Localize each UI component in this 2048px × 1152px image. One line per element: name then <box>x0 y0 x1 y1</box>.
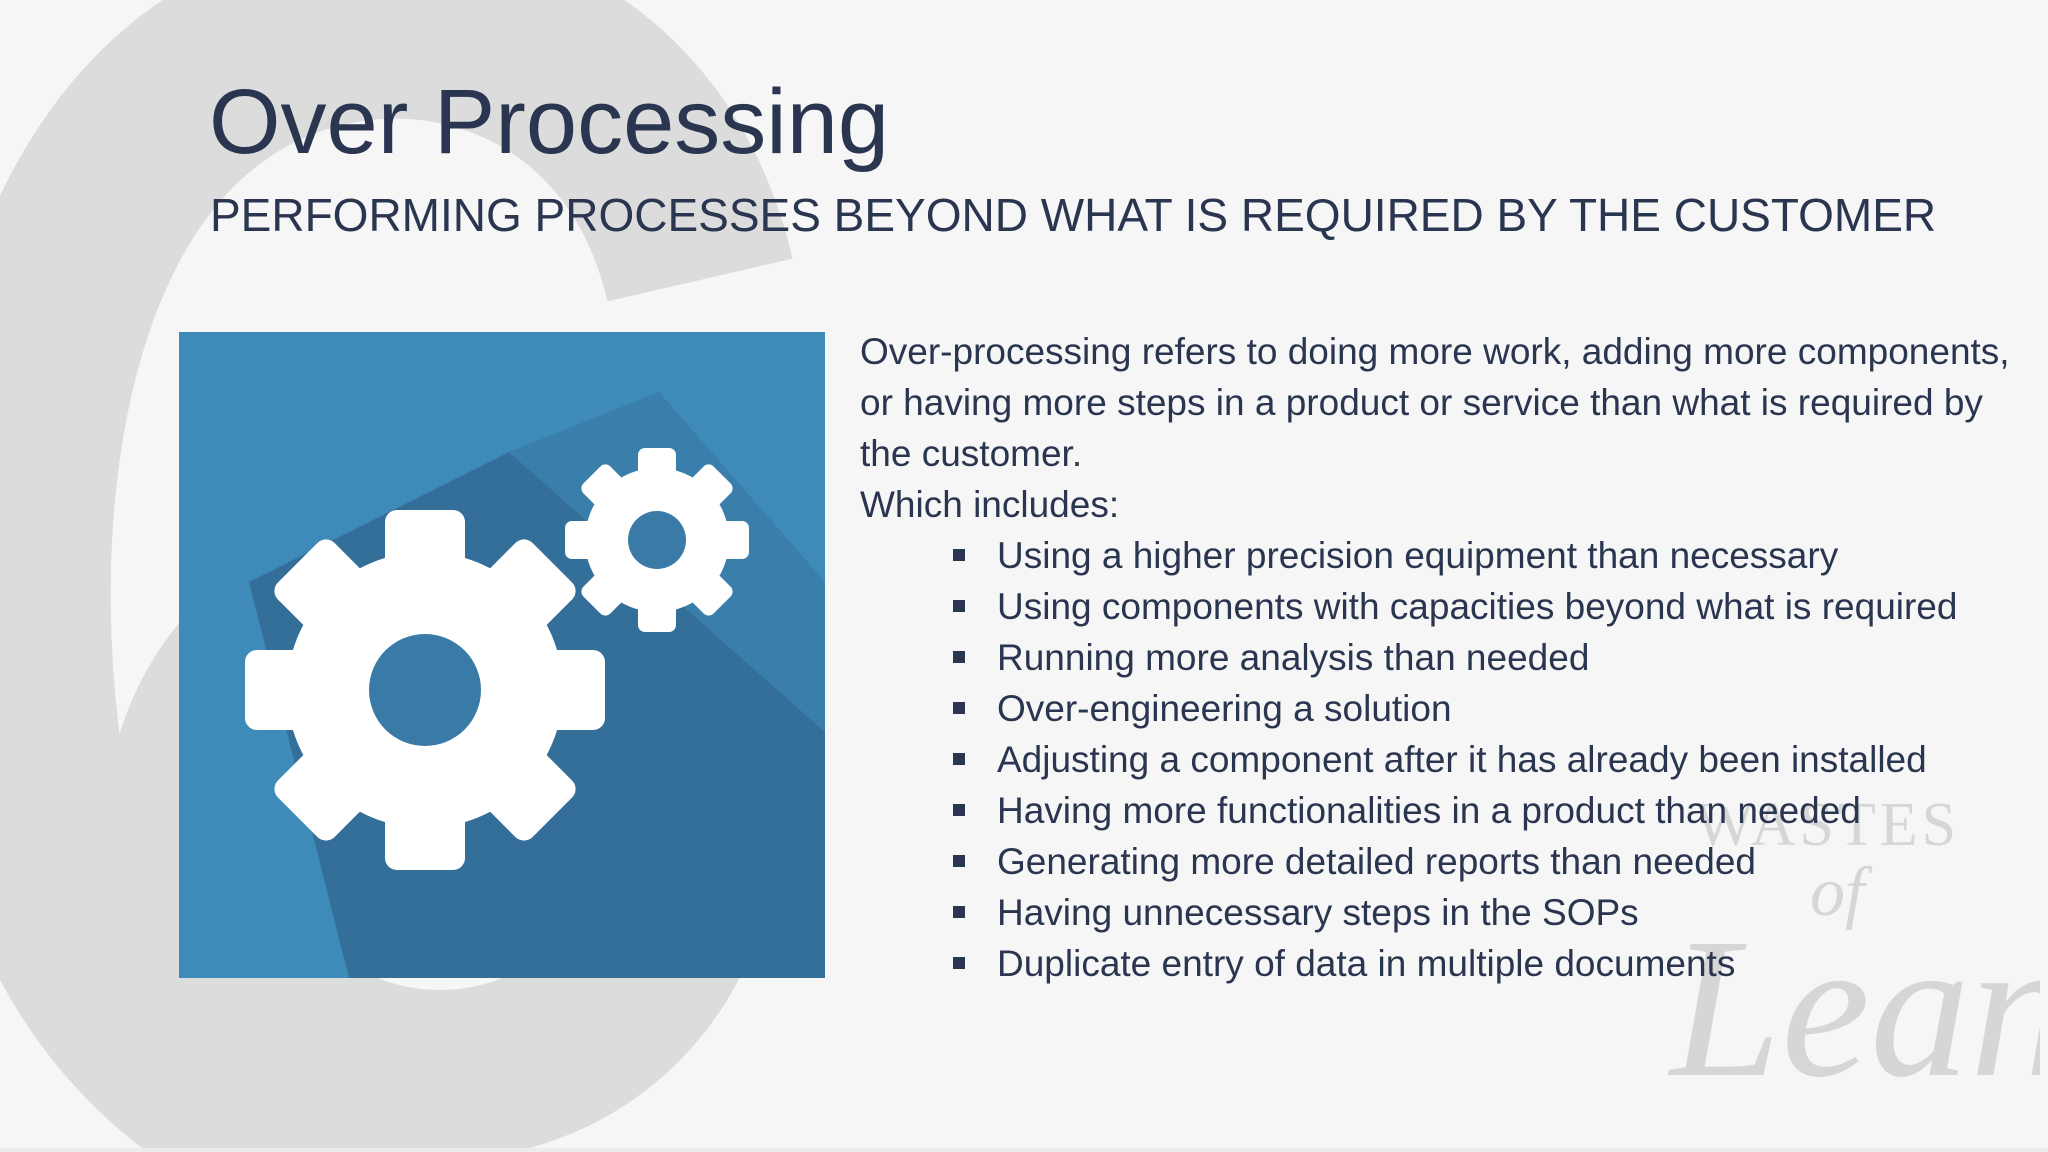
bullet-square-icon <box>953 651 965 663</box>
list-item-text: Having more functionalities in a product… <box>997 790 1861 831</box>
list-item: Over-engineering a solution <box>953 683 2040 734</box>
list-item: Adjusting a component after it has alrea… <box>953 734 2040 785</box>
list-item: Using a higher precision equipment than … <box>953 530 2040 581</box>
slide-subtitle: PERFORMING PROCESSES BEYOND WHAT IS REQU… <box>210 189 1937 241</box>
bottom-band <box>0 1148 2048 1152</box>
bullet-list: Using a higher precision equipment than … <box>860 530 2040 989</box>
bullet-square-icon <box>953 753 965 765</box>
list-item-text: Duplicate entry of data in multiple docu… <box>997 943 1736 984</box>
list-item: Using components with capacities beyond … <box>953 581 2040 632</box>
list-item-text: Adjusting a component after it has alrea… <box>997 739 1927 780</box>
list-item-text: Running more analysis than needed <box>997 637 1590 678</box>
bullet-square-icon <box>953 906 965 918</box>
intro-paragraph: Over-processing refers to doing more wor… <box>860 331 2010 474</box>
watermark-line1: WASTES <box>1695 791 1960 859</box>
watermark-line3: Lean <box>1667 898 2040 1119</box>
bullet-square-icon <box>953 804 965 816</box>
list-item: Duplicate entry of data in multiple docu… <box>953 938 2040 989</box>
includes-label: Which includes: <box>860 484 1120 525</box>
bullet-square-icon <box>953 855 965 867</box>
list-item-text: Using a higher precision equipment than … <box>997 535 1839 576</box>
bullet-square-icon <box>953 600 965 612</box>
body-text: Over-processing refers to doing more wor… <box>860 326 2040 989</box>
list-item: Having more functionalities in a product… <box>953 785 2040 836</box>
list-item-text: Using components with capacities beyond … <box>997 586 1958 627</box>
list-item: Running more analysis than needed <box>953 632 2040 683</box>
bullet-square-icon <box>953 702 965 714</box>
gears-image <box>179 332 825 978</box>
wastes-of-lean-watermark: WASTES of Lean <box>1667 791 2040 1119</box>
list-item-text: Generating more detailed reports than ne… <box>997 841 1757 882</box>
bullet-square-icon <box>953 957 965 969</box>
list-item-text: Having unnecessary steps in the SOPs <box>997 892 1639 933</box>
gears-icon <box>179 332 825 978</box>
watermark-line2: of <box>1810 854 1873 931</box>
list-item: Generating more detailed reports than ne… <box>953 836 2040 887</box>
list-item-text: Over-engineering a solution <box>997 688 1452 729</box>
list-item: Having unnecessary steps in the SOPs <box>953 887 2040 938</box>
slide-title: Over Processing <box>209 71 890 173</box>
bullet-square-icon <box>953 549 965 561</box>
